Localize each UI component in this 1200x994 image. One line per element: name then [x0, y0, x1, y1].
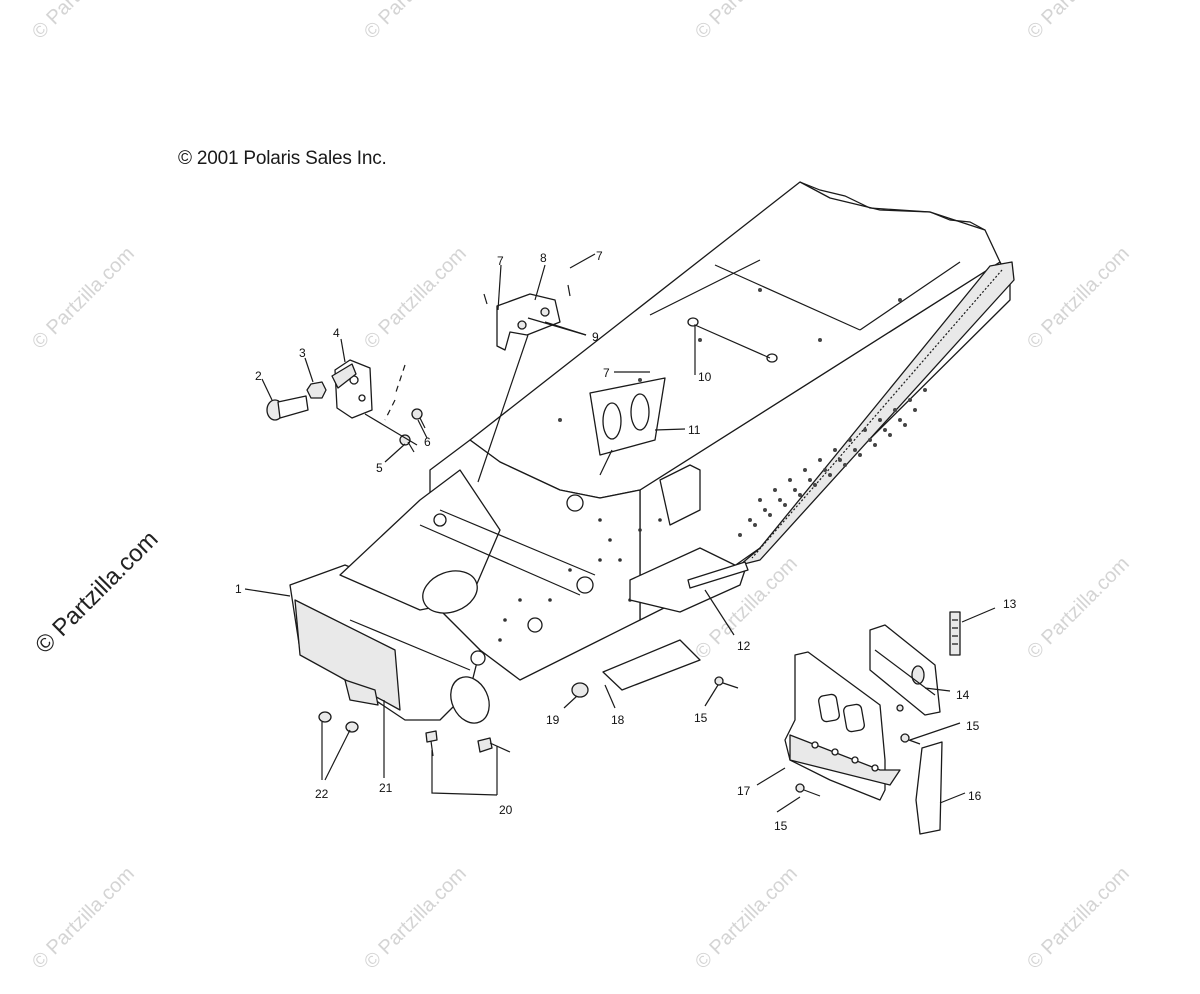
part-8-bracket — [496, 293, 561, 351]
callout-8: 8 — [540, 251, 547, 265]
perforation-holes — [558, 288, 927, 537]
part-17-bracket — [784, 651, 901, 801]
watermark: © Partzilla.com — [360, 863, 471, 974]
watermark: © Partzilla.com — [691, 0, 802, 44]
callout-7a: 7 — [497, 254, 504, 268]
callouts: 1 2 3 4 5 6 7 7 7 8 9 10 11 12 13 14 15 … — [235, 249, 1017, 833]
callout-20: 20 — [499, 803, 513, 817]
callout-22: 22 — [315, 787, 329, 801]
callout-7b: 7 — [596, 249, 603, 263]
part-19-cap — [571, 682, 589, 698]
watermark: © Partzilla.com — [28, 0, 139, 44]
watermark: © Partzilla.com — [1023, 243, 1134, 354]
part-20-bolt — [425, 730, 511, 757]
callout-7c: 7 — [603, 366, 610, 380]
callout-12: 12 — [737, 639, 751, 653]
callout-6: 6 — [424, 435, 431, 449]
part-21-latch — [344, 679, 379, 706]
part-18-cover — [602, 639, 701, 691]
callout-14: 14 — [956, 688, 970, 702]
watermark: © Partzilla.com — [360, 243, 471, 354]
part-22-cap-2 — [345, 721, 359, 733]
watermark: © Partzilla.com — [28, 243, 139, 354]
callout-2: 2 — [255, 369, 262, 383]
callout-21: 21 — [379, 781, 393, 795]
watermark: © Partzilla.com — [360, 0, 471, 44]
callout-18: 18 — [611, 713, 625, 727]
part-15-rivet — [714, 676, 921, 797]
part-6-screw — [411, 408, 426, 429]
callout-16: 16 — [968, 789, 982, 803]
part-16-plate — [915, 741, 943, 835]
part-11-guard — [589, 377, 666, 456]
callout-17: 17 — [737, 784, 751, 798]
callout-11: 11 — [688, 423, 701, 437]
watermark: © Partzilla.com — [28, 863, 139, 974]
callout-5: 5 — [376, 461, 383, 475]
part-13-clip — [949, 611, 961, 656]
part-4-plate — [331, 359, 373, 419]
callout-19: 19 — [546, 713, 560, 727]
part-3-nut — [306, 381, 327, 399]
callout-15a: 15 — [694, 711, 708, 725]
part-10-plug-2 — [766, 353, 778, 363]
callout-10: 10 — [698, 370, 712, 384]
part-14-bracket — [869, 624, 941, 716]
watermark: © Partzilla.com — [1023, 553, 1134, 664]
copyright-notice: © 2001 Polaris Sales Inc. — [178, 148, 387, 169]
part-10-plug — [687, 317, 699, 327]
callout-9: 9 — [592, 330, 599, 344]
part-12-pin — [687, 561, 749, 589]
part-5-screw — [399, 434, 415, 453]
part-2-bolt — [266, 395, 309, 421]
callout-4: 4 — [333, 326, 340, 340]
callout-1: 1 — [235, 582, 242, 596]
callout-15b: 15 — [966, 719, 980, 733]
watermark: © Partzilla.com — [1023, 0, 1134, 44]
callout-15c: 15 — [774, 819, 788, 833]
watermark: © Partzilla.com — [691, 863, 802, 974]
leader-lines — [244, 253, 996, 813]
callout-3: 3 — [299, 346, 306, 360]
part-22-cap — [318, 711, 332, 723]
callout-13: 13 — [1003, 597, 1017, 611]
watermark: © Partzilla.com — [1023, 863, 1134, 974]
